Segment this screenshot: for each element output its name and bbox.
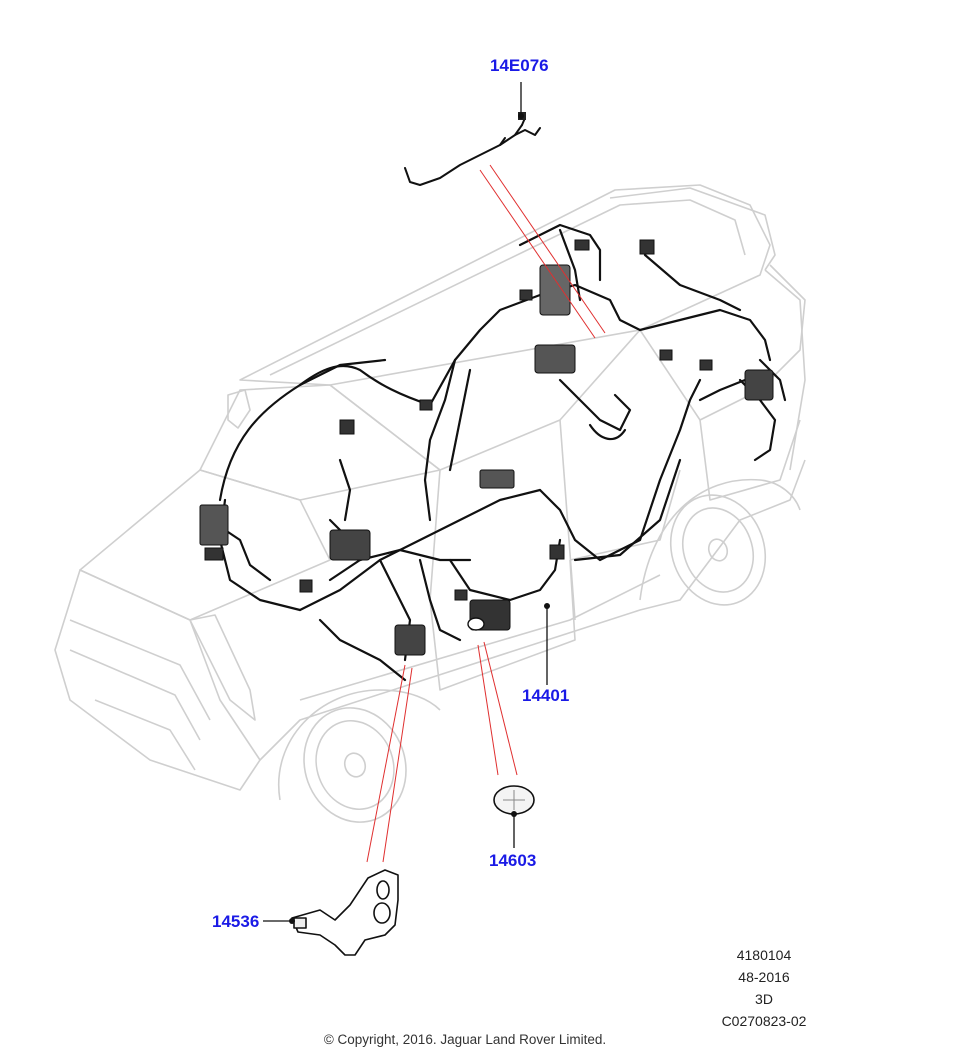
drawing-code: C0270823-02: [721, 1013, 807, 1029]
grommet-part: [467, 617, 535, 815]
red-leader-lines: [366, 164, 606, 863]
copyright-notice: © Copyright, 2016. Jaguar Land Rover Lim…: [323, 1032, 607, 1047]
drawing-ref-number: 4180104: [736, 947, 792, 963]
harness-connectors: [199, 239, 774, 656]
leader-dots: [289, 113, 550, 924]
leader-lines: [263, 82, 548, 922]
bracket-part: [291, 869, 399, 956]
callout-14E076[interactable]: 14E076: [490, 56, 549, 75]
callout-14603[interactable]: 14603: [489, 851, 537, 870]
vehicle-outline: [54, 184, 806, 823]
callout-14536[interactable]: 14536: [212, 912, 260, 931]
drawing-date: 48-2016: [738, 969, 790, 985]
callout-14401[interactable]: 14401: [522, 686, 570, 705]
drawing-view: 3D: [755, 991, 773, 1007]
roof-harness-part: [404, 112, 541, 186]
